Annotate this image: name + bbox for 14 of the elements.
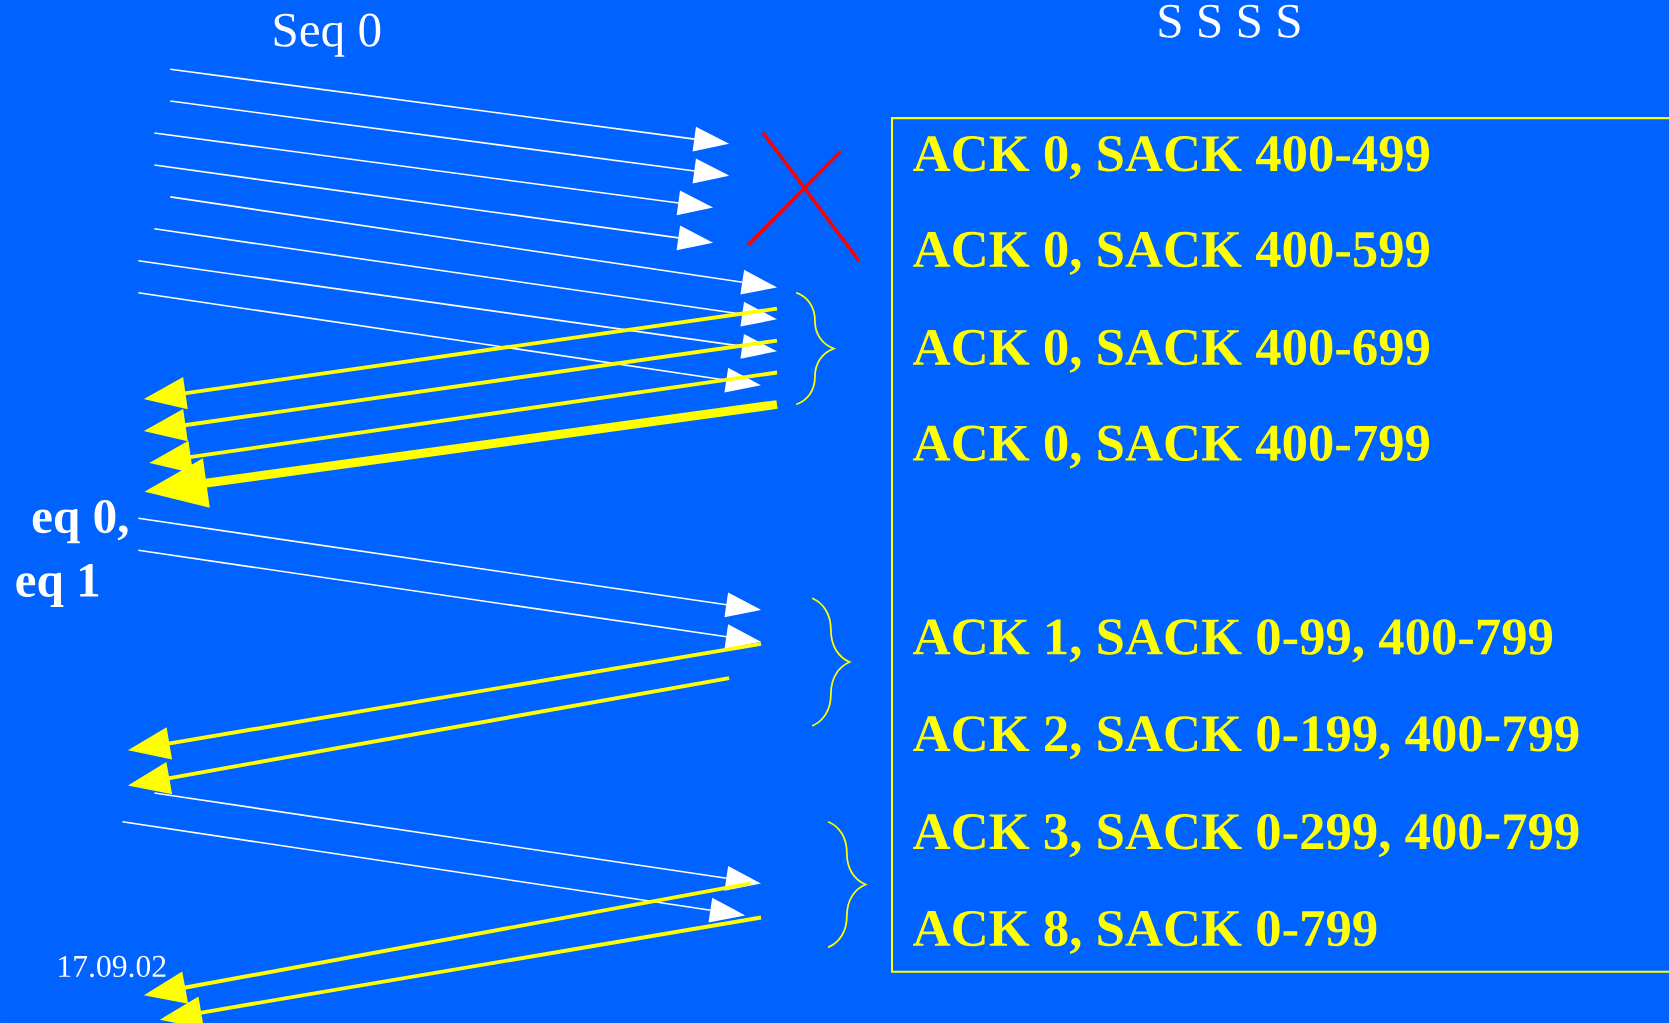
slide-text: eq 1 [16,564,99,607]
slide-text: 17.09.02 [59,955,166,978]
ack-text: ACK 3, SACK 0-299, 400-799 [913,814,1579,858]
ack-text: ACK 2, SACK 0-199, 400-799 [913,716,1579,760]
ack-text: ACK 0, SACK 400-599 [913,231,1430,275]
slide-text: eq 0, [32,500,128,544]
ack-text: ACK 8, SACK 0-799 [913,910,1377,955]
ack-text: ACK 0, SACK 400-499 [913,135,1430,180]
ack-text: ACK 0, SACK 400-699 [913,329,1430,373]
slide-text: S S S S [1159,4,1300,38]
ack-text: ACK 1, SACK 0-99, 400-799 [913,619,1553,663]
ack-list-box [890,117,1669,973]
ack-text: ACK 0, SACK 400-799 [913,425,1430,469]
slide-text: Seq 0 [274,13,381,57]
